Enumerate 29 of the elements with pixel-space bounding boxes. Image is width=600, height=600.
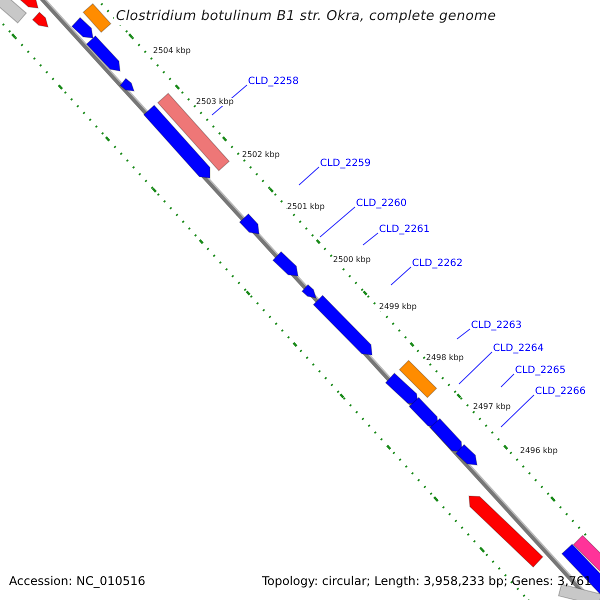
diagram-title: Clostridium botulinum B1 str. Okra, complete genome — [114, 9, 498, 24]
gene-label: CLD_2260 — [356, 199, 407, 209]
gene-label: CLD_2258 — [248, 77, 299, 87]
tick-label: 2502 kbp — [242, 151, 280, 159]
tick-label: 2499 kbp — [379, 303, 417, 311]
tick-label: 2497 kbp — [473, 403, 511, 411]
tick-label: 2503 kbp — [196, 98, 234, 106]
leader-line — [362, 232, 378, 246]
gene-label: CLD_2259 — [320, 159, 371, 169]
leader-line — [456, 328, 470, 340]
tick-label: 2498 kbp — [426, 354, 464, 362]
leader-line — [320, 206, 356, 238]
gene-label: CLD_2264 — [493, 344, 544, 354]
leader-line — [458, 352, 492, 384]
tick-label: 2501 kbp — [287, 203, 325, 211]
tick-label: 2504 kbp — [153, 47, 191, 55]
leader-line — [500, 394, 534, 428]
leader-line — [500, 374, 514, 388]
leader-line — [390, 266, 412, 286]
gene-label: CLD_2266 — [535, 387, 586, 397]
info-text: Accession: NC_010516 — [9, 575, 146, 587]
tick-label: 2500 kbp — [333, 256, 371, 264]
info-text: Topology: circular; Length: 3,958,233 bp; Genes: 3,761 — [262, 575, 592, 587]
gene-label: CLD_2265 — [515, 366, 566, 376]
gene-label: CLD_2262 — [412, 259, 463, 269]
tick-label: 2496 kbp — [520, 447, 558, 455]
gene-label: CLD_2261 — [379, 225, 430, 235]
gene-label: CLD_2263 — [471, 321, 522, 331]
leader-line — [298, 166, 320, 186]
